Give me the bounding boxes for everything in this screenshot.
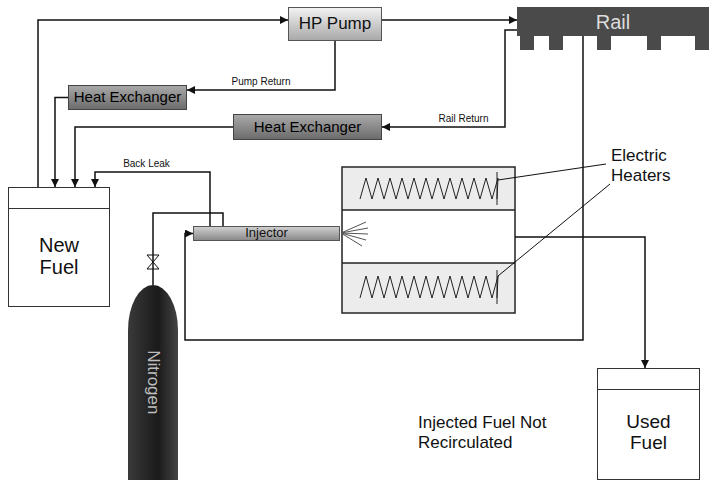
pump-box: HP Pump xyxy=(288,7,382,41)
fuel-line xyxy=(38,20,288,187)
chamber-wall xyxy=(342,209,515,211)
fuel-line xyxy=(187,41,335,90)
fuel-tank: New Fuel xyxy=(8,187,110,307)
node-text: Heat Exchanger xyxy=(254,119,362,136)
line-label: Back Leak xyxy=(121,158,172,169)
node-text: Nitrogen xyxy=(144,350,163,414)
node-text: HP Pump xyxy=(299,15,371,34)
leader-line xyxy=(498,164,610,276)
fuel-line xyxy=(55,98,68,188)
heater-coil xyxy=(360,172,498,205)
node-text: Heat Exchanger xyxy=(74,89,182,106)
fuel-rail: Rail xyxy=(517,7,709,36)
rail-teeth xyxy=(520,35,709,50)
heater-bay xyxy=(343,263,514,312)
line-label: Pump Return xyxy=(230,76,293,87)
line-label: Rail Return xyxy=(436,113,490,124)
heater-coil xyxy=(360,270,498,304)
node-text: Used Fuel xyxy=(618,412,680,454)
drain-line xyxy=(515,237,645,368)
fuel-tank: Used Fuel xyxy=(597,368,700,480)
chamber-wall xyxy=(342,262,515,264)
node-text: Injector xyxy=(245,226,288,240)
fuel-spray xyxy=(341,222,368,246)
fuel-line xyxy=(153,213,223,285)
note-text: Injected Fuel Not Recirculated xyxy=(418,413,590,452)
heat-exchanger: Heat Exchanger xyxy=(233,114,382,140)
node-text: Rail xyxy=(596,11,630,33)
fuel-line xyxy=(382,19,517,21)
fuel-line xyxy=(382,30,517,127)
node-text: New Fuel xyxy=(28,234,90,278)
callout-label: Electric Heaters xyxy=(611,146,707,185)
spray-chamber xyxy=(342,167,515,313)
heat-exchanger: Heat Exchanger xyxy=(68,85,187,110)
injector: Injector xyxy=(193,226,340,241)
nitrogen-bottle: Nitrogen xyxy=(128,285,178,480)
fuel-line xyxy=(185,36,583,340)
heater-bay xyxy=(343,168,514,210)
